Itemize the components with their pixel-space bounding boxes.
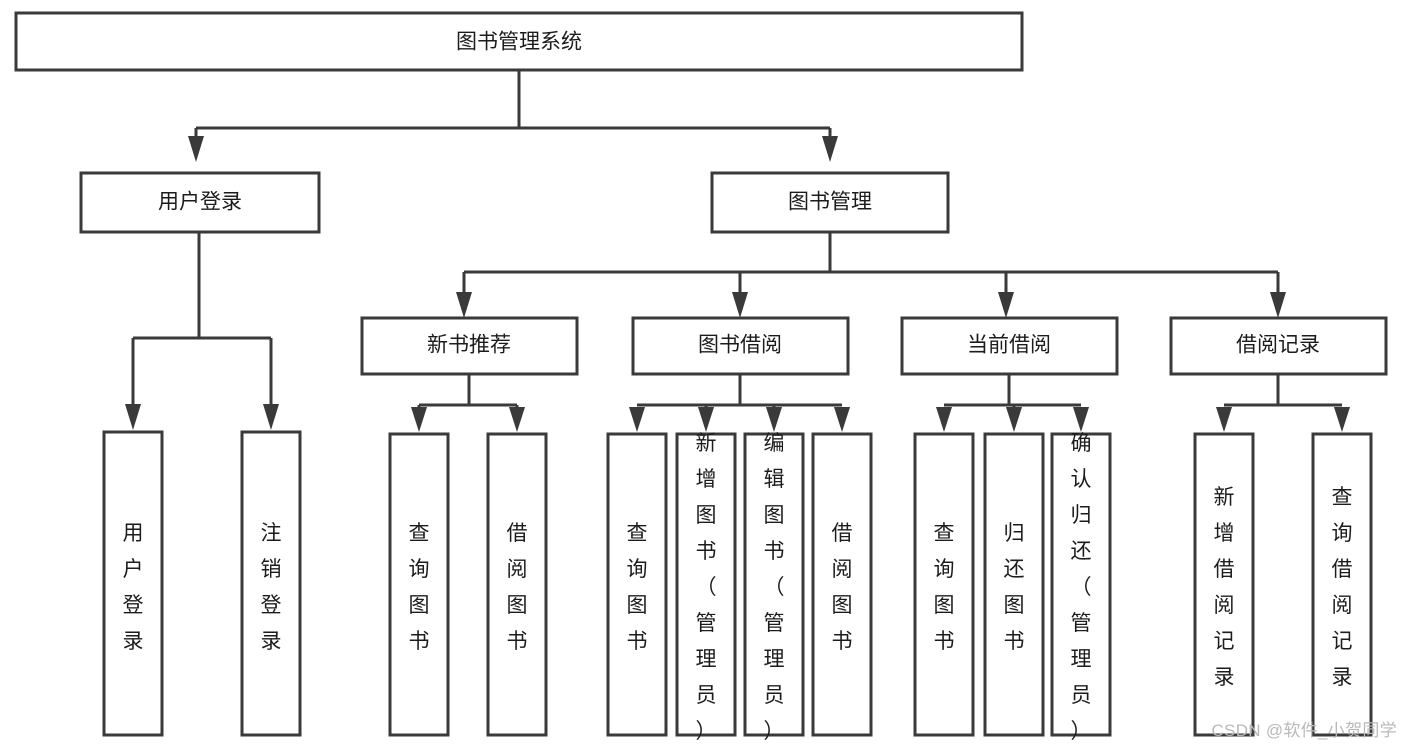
node-book-management-box[interactable] xyxy=(710,171,950,234)
arrowhead-user-login xyxy=(188,136,204,162)
leaf-book-borrow-3-label: 编辑图书（管理员） xyxy=(764,432,785,743)
arrowhead-current-borrow xyxy=(998,292,1014,318)
arrowhead-nbr-leaf-2 xyxy=(509,407,525,432)
leaf-book-borrow-2[interactable]: 新增图书（管理员） xyxy=(675,432,737,743)
node-user-login[interactable]: 用户登录 xyxy=(79,171,321,234)
arrowhead-cb-leaf-2 xyxy=(1006,407,1022,432)
node-borrow-record-box[interactable] xyxy=(1169,316,1388,376)
leaf-new-book-recommend-1[interactable]: 查询图书 xyxy=(388,432,450,737)
connector-group-borrow-record xyxy=(1216,374,1350,432)
arrowhead-nbr-leaf-1 xyxy=(411,407,427,432)
connector-group-book-mgmt xyxy=(456,232,1286,318)
leaf-book-borrow-4-label: 借阅图书 xyxy=(832,522,853,653)
node-book-borrow-label: 图书借阅 xyxy=(698,334,782,357)
node-root[interactable]: 图书管理系统 xyxy=(14,11,1024,72)
arrowhead-cb-leaf-1 xyxy=(936,407,952,432)
arrowhead-new-book-recommend xyxy=(456,292,472,318)
leaf-user-login-1[interactable]: 用户登录 xyxy=(102,430,164,737)
leaf-book-borrow-1-label: 查询图书 xyxy=(627,522,648,653)
connector-group-root xyxy=(188,70,838,162)
connector-group-current-borrow xyxy=(936,374,1089,432)
leaf-current-borrow-3[interactable]: 确认归还（管理员） xyxy=(1050,432,1112,743)
leaf-book-borrow-3-box[interactable] xyxy=(743,432,805,737)
node-user-login-label: 用户登录 xyxy=(158,191,242,214)
connector-group-book-borrow xyxy=(629,374,850,432)
watermark: CSDN @软件_小贺同学 xyxy=(1211,721,1397,740)
leaf-book-borrow-1[interactable]: 查询图书 xyxy=(606,432,668,737)
node-book-management[interactable]: 图书管理 xyxy=(710,171,950,234)
leaf-current-borrow-2[interactable]: 归还图书 xyxy=(983,432,1045,737)
leaf-new-book-recommend-2[interactable]: 借阅图书 xyxy=(486,432,548,737)
arrowhead-ul-leaf-2 xyxy=(263,404,279,430)
leaf-borrow-record-2-box[interactable] xyxy=(1311,432,1373,737)
node-current-borrow[interactable]: 当前借阅 xyxy=(900,316,1119,376)
connector-group-user-login xyxy=(125,232,279,430)
leaf-book-borrow-3[interactable]: 编辑图书（管理员） xyxy=(743,432,805,743)
node-root-label: 图书管理系统 xyxy=(456,31,582,54)
node-current-borrow-box[interactable] xyxy=(900,316,1119,376)
leaf-book-borrow-2-box[interactable] xyxy=(675,432,737,737)
leaf-current-borrow-1[interactable]: 查询图书 xyxy=(913,432,975,737)
node-book-borrow[interactable]: 图书借阅 xyxy=(631,316,850,376)
leaf-user-login-2-box[interactable] xyxy=(240,430,302,737)
node-new-book-recommend-box[interactable] xyxy=(360,316,579,376)
node-new-book-recommend-label: 新书推荐 xyxy=(427,334,511,357)
leaf-current-borrow-3-label: 确认归还（管理员） xyxy=(1071,432,1092,743)
node-user-login-box[interactable] xyxy=(79,171,321,234)
leaf-user-login-2-label: 注销登录 xyxy=(261,522,282,653)
leaf-book-borrow-4[interactable]: 借阅图书 xyxy=(811,432,873,737)
node-book-management-label: 图书管理 xyxy=(788,191,872,214)
arrowhead-book-borrow xyxy=(732,292,748,318)
arrowhead-borrow-record xyxy=(1270,292,1286,318)
arrowhead-ul-leaf-1 xyxy=(125,404,141,430)
leaf-book-borrow-1-box[interactable] xyxy=(606,432,668,737)
arrowhead-bb-leaf-1 xyxy=(629,407,645,432)
leaf-borrow-record-1[interactable]: 新增借阅记录 xyxy=(1193,432,1255,737)
node-current-borrow-label: 当前借阅 xyxy=(967,334,1051,357)
leaf-book-borrow-2-label: 新增图书（管理员） xyxy=(696,432,717,743)
node-new-book-recommend[interactable]: 新书推荐 xyxy=(360,316,579,376)
node-book-borrow-box[interactable] xyxy=(631,316,850,376)
arrowhead-book-mgmt xyxy=(822,136,838,162)
arrowhead-cb-leaf-3 xyxy=(1073,407,1089,432)
connector-group-new-book-recommend xyxy=(411,374,525,432)
leaf-new-book-recommend-2-label: 借阅图书 xyxy=(507,522,528,653)
leaf-borrow-record-2-label: 查询借阅记录 xyxy=(1332,486,1353,689)
leaf-new-book-recommend-2-box[interactable] xyxy=(486,432,548,737)
leaf-new-book-recommend-1-box[interactable] xyxy=(388,432,450,737)
arrowhead-br-leaf-1 xyxy=(1216,407,1232,432)
leaf-current-borrow-2-label: 归还图书 xyxy=(1004,522,1025,653)
leaf-user-login-2[interactable]: 注销登录 xyxy=(240,430,302,737)
leaf-current-borrow-3-box[interactable] xyxy=(1050,432,1112,737)
leaf-user-login-1-label: 用户登录 xyxy=(123,522,144,653)
leaf-user-login-1-box[interactable] xyxy=(102,430,164,737)
node-root-box[interactable] xyxy=(14,11,1024,72)
arrowhead-bb-leaf-4 xyxy=(834,407,850,432)
leaf-book-borrow-4-box[interactable] xyxy=(811,432,873,737)
node-borrow-record-label: 借阅记录 xyxy=(1236,334,1320,357)
arrowhead-bb-leaf-3 xyxy=(766,407,782,432)
leaf-borrow-record-2[interactable]: 查询借阅记录 xyxy=(1311,432,1373,737)
arrowhead-br-leaf-2 xyxy=(1334,407,1350,432)
leaf-current-borrow-1-label: 查询图书 xyxy=(934,522,955,653)
leaf-current-borrow-2-box[interactable] xyxy=(983,432,1045,737)
leaf-borrow-record-1-box[interactable] xyxy=(1193,432,1255,737)
leaf-new-book-recommend-1-label: 查询图书 xyxy=(409,522,430,653)
leaf-current-borrow-1-box[interactable] xyxy=(913,432,975,737)
leaf-borrow-record-1-label: 新增借阅记录 xyxy=(1214,486,1235,689)
arrowhead-bb-leaf-2 xyxy=(698,407,714,432)
node-borrow-record[interactable]: 借阅记录 xyxy=(1169,316,1388,376)
